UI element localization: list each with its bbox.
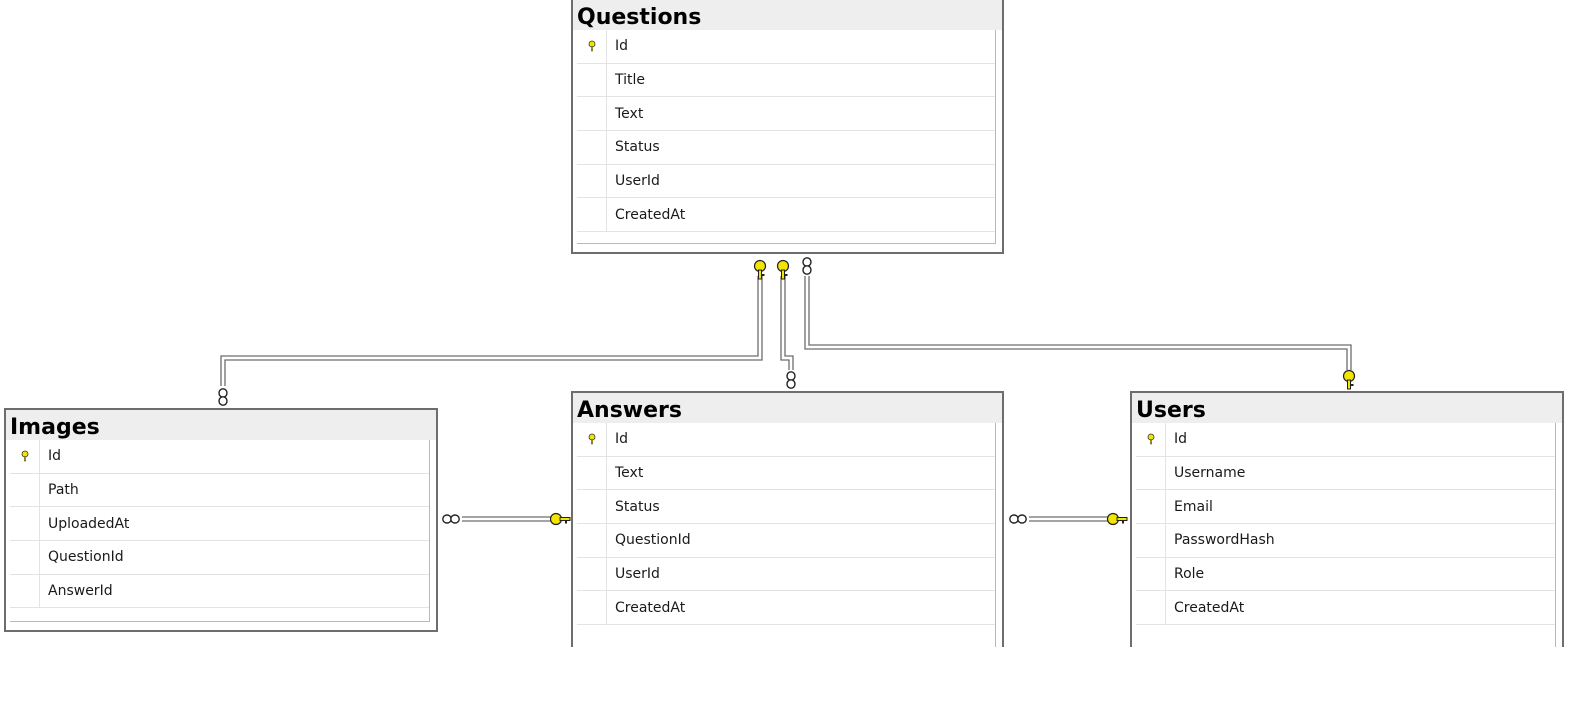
- column-row[interactable]: Email: [1136, 490, 1555, 525]
- column-name: Id: [48, 448, 62, 465]
- connector-questions-answers: [780, 276, 794, 370]
- key-icon: [21, 450, 28, 462]
- column-row[interactable]: QuestionId: [10, 541, 429, 575]
- table-header[interactable]: Answers: [573, 393, 1002, 423]
- questions-answers-one-end-key-icon: [776, 259, 790, 280]
- images-answers-many-end-infinity-icon: [442, 514, 460, 524]
- column-row[interactable]: Path: [10, 473, 429, 508]
- answers-one-end-key-icon: [549, 512, 571, 526]
- column-row[interactable]: Title: [577, 63, 995, 98]
- column-list: Id Title Text Status UserId CreatedAt: [577, 30, 996, 244]
- key-icon: [1147, 433, 1154, 445]
- column-name: CreatedAt: [1174, 599, 1245, 616]
- questions-many-end-infinity-icon: [802, 257, 812, 275]
- table-header[interactable]: Questions: [573, 0, 1002, 30]
- primary-key-gutter: [577, 423, 607, 456]
- column-name: Id: [615, 431, 629, 448]
- column-row[interactable]: CreatedAt: [577, 198, 995, 233]
- column-name: UserId: [615, 566, 660, 583]
- answers-many-end-infinity-icon: [786, 371, 796, 389]
- table-header[interactable]: Users: [1132, 393, 1562, 423]
- column-row[interactable]: Status: [577, 131, 995, 165]
- primary-key-gutter: [1136, 423, 1166, 456]
- column-name: UserId: [615, 173, 660, 190]
- key-icon: [588, 433, 595, 445]
- column-name: Role: [1174, 566, 1205, 583]
- column-name: CreatedAt: [615, 599, 686, 616]
- column-row[interactable]: CreatedAt: [1136, 591, 1555, 626]
- connector-questions-images: [220, 276, 763, 386]
- column-row[interactable]: PasswordHash: [1136, 524, 1555, 558]
- users-answers-one-end-key-icon: [1106, 512, 1128, 526]
- column-name: Email: [1174, 498, 1213, 515]
- column-row[interactable]: Username: [1136, 456, 1555, 491]
- column-name: Id: [1174, 431, 1188, 448]
- table-users[interactable]: Users Id Username Email PasswordHash Rol…: [1130, 391, 1564, 647]
- table-images[interactable]: Images Id Path UploadedAt QuestionId Ans…: [4, 408, 438, 632]
- column-row[interactable]: Status: [577, 490, 995, 525]
- column-row[interactable]: Id: [10, 440, 429, 474]
- column-name: QuestionId: [615, 532, 691, 549]
- column-row[interactable]: QuestionId: [577, 524, 995, 558]
- column-row[interactable]: UserId: [577, 164, 995, 199]
- connector-users-questions: [804, 276, 1352, 370]
- column-name: Id: [615, 38, 629, 55]
- users-one-end-key-icon: [1342, 369, 1356, 390]
- column-name: UploadedAt: [48, 515, 130, 532]
- column-name: Text: [615, 105, 644, 122]
- primary-key-gutter: [10, 440, 40, 473]
- column-name: Status: [615, 498, 660, 515]
- column-row[interactable]: AnswerId: [10, 574, 429, 609]
- answers-users-many-end-infinity-icon: [1009, 514, 1027, 524]
- column-name: QuestionId: [48, 549, 124, 566]
- column-row[interactable]: Text: [577, 456, 995, 491]
- column-row[interactable]: UserId: [577, 557, 995, 592]
- table-answers[interactable]: Answers Id Text Status QuestionId UserId…: [571, 391, 1004, 647]
- column-row[interactable]: Id: [577, 423, 995, 457]
- key-icon: [588, 40, 595, 52]
- column-row[interactable]: Id: [1136, 423, 1555, 457]
- connector-users-answers: [1029, 516, 1110, 522]
- column-name: Text: [615, 465, 644, 482]
- table-name: Questions: [577, 5, 702, 30]
- table-name: Users: [1136, 398, 1206, 423]
- column-row[interactable]: CreatedAt: [577, 591, 995, 626]
- column-name: Path: [48, 482, 79, 499]
- table-name: Images: [10, 415, 100, 440]
- connector-answers-images: [462, 516, 552, 522]
- table-name: Answers: [577, 398, 682, 423]
- column-name: Username: [1174, 465, 1246, 482]
- column-name: Title: [615, 72, 646, 89]
- column-row[interactable]: Text: [577, 97, 995, 132]
- column-list: Id Text Status QuestionId UserId Created…: [577, 423, 996, 647]
- table-header[interactable]: Images: [6, 410, 436, 440]
- column-name: PasswordHash: [1174, 532, 1275, 549]
- column-name: Status: [615, 139, 660, 156]
- column-name: AnswerId: [48, 583, 113, 600]
- column-list: Id Path UploadedAt QuestionId AnswerId: [10, 440, 430, 622]
- images-many-end-infinity-icon: [218, 388, 228, 406]
- column-name: CreatedAt: [615, 206, 686, 223]
- questions-one-end-key-icon: [753, 259, 767, 280]
- column-row[interactable]: Role: [1136, 557, 1555, 592]
- column-row[interactable]: Id: [577, 30, 995, 64]
- column-row[interactable]: UploadedAt: [10, 507, 429, 542]
- column-list: Id Username Email PasswordHash Role Crea…: [1136, 423, 1556, 647]
- table-questions[interactable]: Questions Id Title Text Status UserId Cr…: [571, 0, 1004, 254]
- primary-key-gutter: [577, 30, 607, 63]
